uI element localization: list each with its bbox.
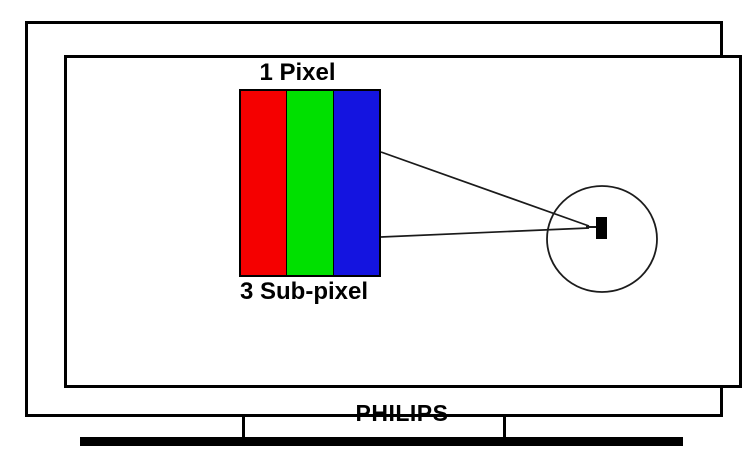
- subpixel-label: 3 Sub-pixel: [239, 278, 369, 305]
- pixel-label: 1 Pixel: [259, 59, 336, 86]
- monitor-screen: [64, 55, 742, 388]
- subpixel-bar-group: [239, 89, 381, 277]
- blue-subpixel-bar: [332, 91, 379, 275]
- monitor-stand-base: [80, 437, 683, 446]
- red-subpixel-bar: [241, 91, 287, 275]
- green-subpixel-bar: [286, 91, 333, 275]
- brand-logo: PHILIPS: [355, 400, 449, 426]
- monitor-stand-neck: [242, 416, 506, 438]
